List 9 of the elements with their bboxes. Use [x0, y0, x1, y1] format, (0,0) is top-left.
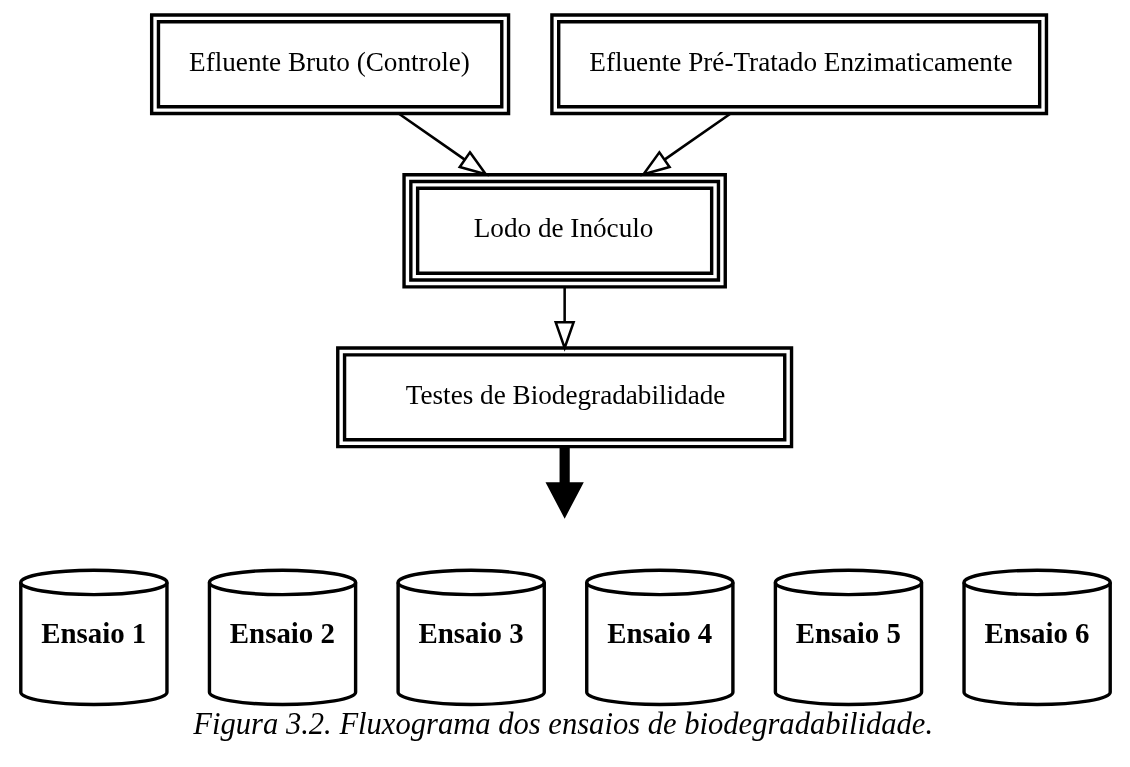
- caption: Figura 3.2. Fluxograma dos ensaios de biodegradabilidade.: [192, 707, 933, 742]
- node-box: Testes de Biodegradabilidade: [335, 346, 793, 449]
- arrow: [545, 447, 584, 519]
- arrow: [553, 287, 575, 352]
- arrow: [639, 112, 731, 177]
- node-box: Efluente Pré-Tratado Enzimaticamente: [549, 13, 1048, 116]
- arrow: [397, 112, 489, 177]
- node-box: Lodo de Inóculo: [401, 173, 727, 289]
- node-box: Efluente Bruto (Controle): [149, 13, 510, 116]
